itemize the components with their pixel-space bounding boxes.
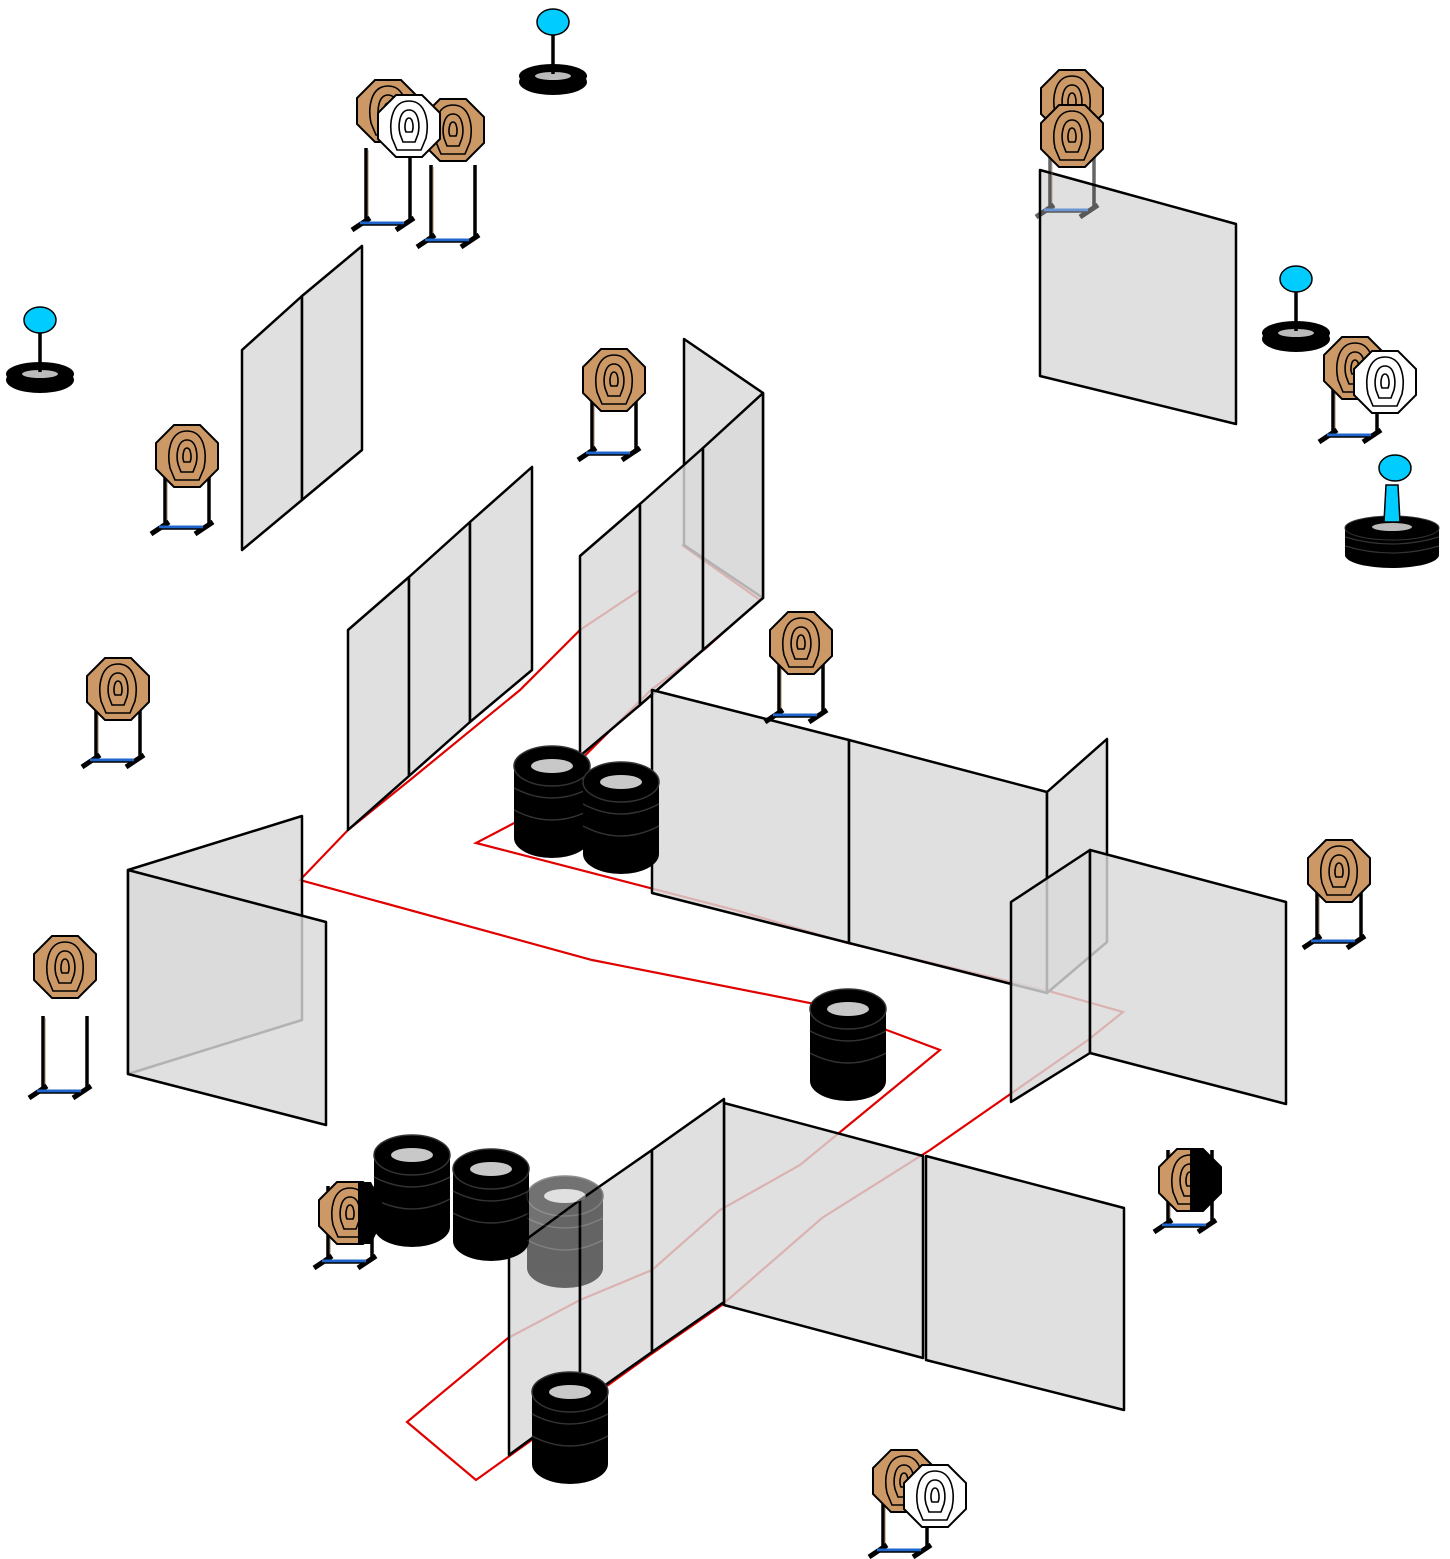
paper-target [578, 348, 646, 460]
paper-target [1154, 1149, 1222, 1232]
tire-stack [513, 745, 591, 859]
wall-panel [722, 1101, 925, 1360]
wall-panel [1038, 168, 1238, 426]
popper-target [1260, 264, 1332, 354]
tire-stack [452, 1148, 530, 1262]
wall-panel [468, 465, 534, 724]
paper-target [765, 611, 833, 722]
wall-panel [346, 575, 411, 832]
paper-target [151, 424, 219, 534]
popper-target [4, 305, 76, 395]
tire-stack [373, 1134, 451, 1248]
wall-panel [126, 868, 328, 1127]
wall-panel [638, 446, 705, 707]
wall-panel [578, 502, 642, 758]
tire-stack [531, 1371, 609, 1485]
wall-panel [650, 1097, 726, 1354]
wall-panel [1088, 848, 1288, 1106]
tire-stack [809, 988, 887, 1102]
paper-target [314, 1181, 382, 1268]
popper-target [1344, 454, 1440, 568]
paper-target [82, 657, 150, 767]
popper-target [517, 7, 589, 97]
paper-target [1303, 839, 1371, 948]
wall-panel [240, 294, 304, 552]
tire-stack [526, 1175, 604, 1289]
wall-panel [701, 391, 765, 652]
paper-target [29, 935, 97, 1098]
wall-panel [650, 688, 851, 945]
no-shoot-target [903, 1464, 967, 1528]
wall-panel [300, 244, 364, 502]
no-shoot-target [1353, 350, 1417, 414]
wall-panel [924, 1154, 1126, 1412]
no-shoot-target [377, 94, 441, 158]
tire-stack [582, 761, 660, 875]
